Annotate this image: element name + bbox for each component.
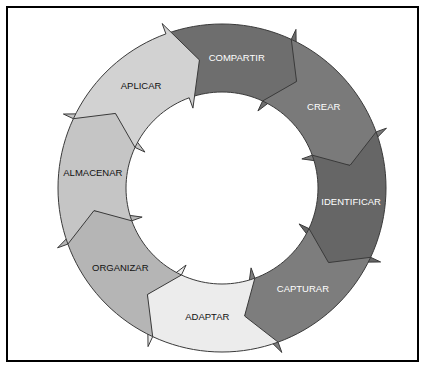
arrow-segment (73, 24, 199, 148)
stage-label: APLICAR (121, 81, 162, 92)
stage-label: ADAPTAR (185, 312, 229, 323)
stage-label: ALMACENAR (63, 168, 122, 179)
stage-label: CAPTURAR (277, 284, 329, 295)
frame-rect (7, 7, 418, 361)
stage-label: CREAR (307, 102, 340, 113)
stage-label: ORGANIZAR (92, 263, 148, 274)
stage-label: IDENTIFICAR (321, 197, 381, 208)
cycle-arrow: APLICAR (71, 21, 202, 150)
stage-label: COMPARTIR (209, 53, 265, 64)
